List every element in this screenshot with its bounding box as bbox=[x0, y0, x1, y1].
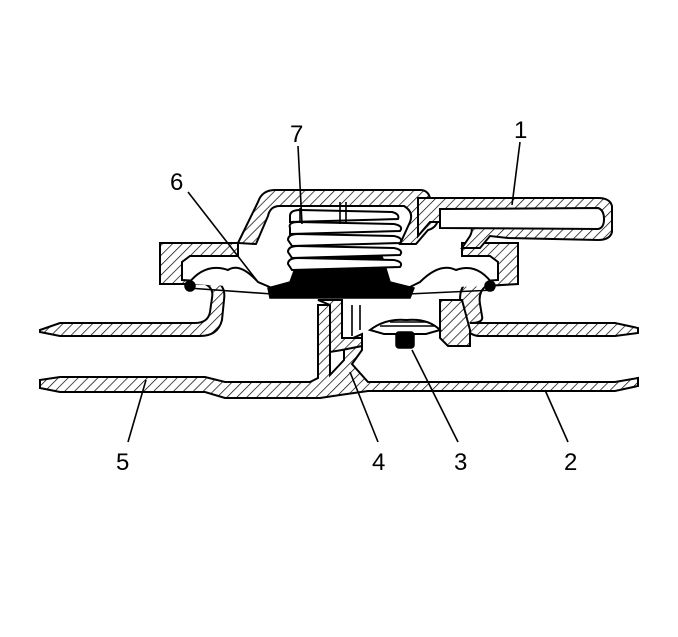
callout-3: 3 bbox=[454, 449, 467, 476]
vacuum-valve bbox=[367, 318, 442, 349]
right-seal-bead bbox=[484, 280, 496, 292]
upper-left-wall bbox=[39, 242, 239, 337]
spring-coil-4 bbox=[286, 244, 403, 260]
spring-coil-5 bbox=[286, 256, 403, 272]
pressure-spring bbox=[286, 202, 403, 272]
callout-7: 7 bbox=[290, 121, 303, 148]
seat-inner-line bbox=[351, 305, 361, 336]
callout-5: 5 bbox=[116, 449, 129, 476]
lower-wall bbox=[39, 304, 639, 399]
callout-1: 1 bbox=[514, 117, 527, 144]
leader-5 bbox=[127, 379, 147, 443]
vacuum-valve-disc bbox=[367, 318, 442, 335]
diaphragm-lower-line bbox=[187, 287, 495, 295]
leader-3 bbox=[411, 349, 459, 443]
leader-4 bbox=[349, 371, 379, 443]
vacuum-valve-stem bbox=[395, 331, 415, 349]
callouts: 1 2 3 4 5 6 7 bbox=[116, 117, 577, 476]
diaphragm-right bbox=[407, 266, 495, 289]
seat-right-wall bbox=[439, 299, 471, 347]
diaphragm bbox=[184, 266, 496, 295]
left-seal-bead bbox=[184, 280, 196, 292]
overflow-tube-bore bbox=[439, 206, 606, 231]
filler-neck-body bbox=[39, 189, 639, 399]
valve-seat bbox=[317, 299, 471, 354]
spring-coil-2 bbox=[288, 220, 403, 236]
vacuum-valve-ribs bbox=[380, 321, 436, 327]
spring-coil-1 bbox=[289, 208, 400, 224]
spring-coil-3 bbox=[286, 232, 403, 248]
seat-left-wall bbox=[317, 299, 363, 354]
leader-7 bbox=[297, 145, 303, 225]
leader-2 bbox=[544, 389, 569, 443]
leader-6 bbox=[187, 191, 259, 283]
cap-housing bbox=[236, 189, 506, 246]
leader-lines bbox=[127, 141, 569, 443]
diaphragm-left bbox=[187, 266, 273, 289]
callout-2: 2 bbox=[564, 449, 577, 476]
leader-1 bbox=[511, 141, 521, 206]
spring-retainer bbox=[299, 202, 347, 224]
callout-6: 6 bbox=[170, 169, 183, 196]
callout-4: 4 bbox=[372, 449, 385, 476]
